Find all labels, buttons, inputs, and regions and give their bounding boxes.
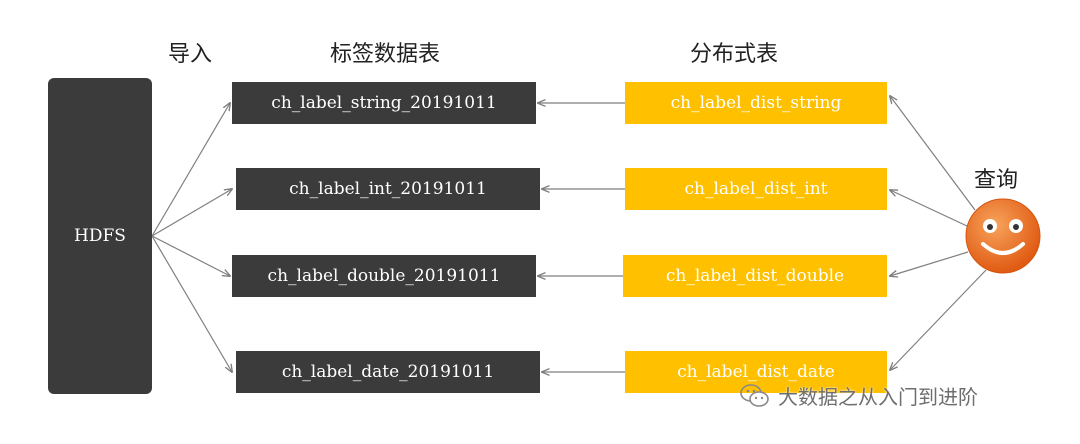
smiley-icon bbox=[965, 198, 1041, 274]
heading-label-tables: 标签数据表 bbox=[330, 42, 441, 67]
watermark: 大数据之从入门到进阶 bbox=[740, 381, 978, 410]
label-table-date: ch_label_date_20191011 bbox=[236, 351, 540, 393]
arrow-query-to-int bbox=[890, 190, 968, 227]
heading-import: 导入 bbox=[168, 42, 213, 67]
dist-table-double: ch_label_dist_double bbox=[623, 255, 887, 297]
label-table-double: ch_label_double_20191011 bbox=[232, 255, 536, 297]
arrow-query-to-double bbox=[890, 251, 969, 276]
watermark-text: 大数据之从入门到进阶 bbox=[778, 385, 978, 409]
label-table-int: ch_label_int_20191011 bbox=[236, 168, 540, 210]
label-table-int-text: ch_label_int_20191011 bbox=[289, 179, 487, 199]
hdfs-label: HDFS bbox=[74, 226, 126, 246]
arrow-hdfs-to-string bbox=[151, 103, 230, 237]
label-table-date-text: ch_label_date_20191011 bbox=[281, 362, 495, 382]
label-table-double-text: ch_label_double_20191011 bbox=[267, 266, 501, 286]
label-table-string: ch_label_string_20191011 bbox=[232, 82, 536, 124]
arrow-query-to-date bbox=[890, 269, 987, 370]
dist-table-double-text: ch_label_dist_double bbox=[665, 266, 845, 286]
heading-distributed-tables: 分布式表 bbox=[690, 42, 779, 67]
dist-table-int-text: ch_label_dist_int bbox=[684, 179, 828, 199]
hdfs-block: HDFS bbox=[48, 78, 152, 394]
wechat-icon bbox=[740, 383, 769, 407]
arrow-hdfs-to-date bbox=[151, 235, 232, 372]
dist-table-date-text: ch_label_dist_date bbox=[677, 362, 835, 382]
dist-table-int: ch_label_dist_int bbox=[625, 168, 887, 210]
arrow-hdfs-to-double bbox=[151, 235, 230, 276]
arrow-query-to-string bbox=[890, 96, 976, 211]
dist-table-string: ch_label_dist_string bbox=[625, 82, 887, 124]
label-table-string-text: ch_label_string_20191011 bbox=[271, 93, 497, 113]
dist-table-string-text: ch_label_dist_string bbox=[670, 93, 842, 113]
arrow-hdfs-to-int bbox=[151, 189, 232, 237]
heading-query: 查询 bbox=[974, 168, 1019, 193]
